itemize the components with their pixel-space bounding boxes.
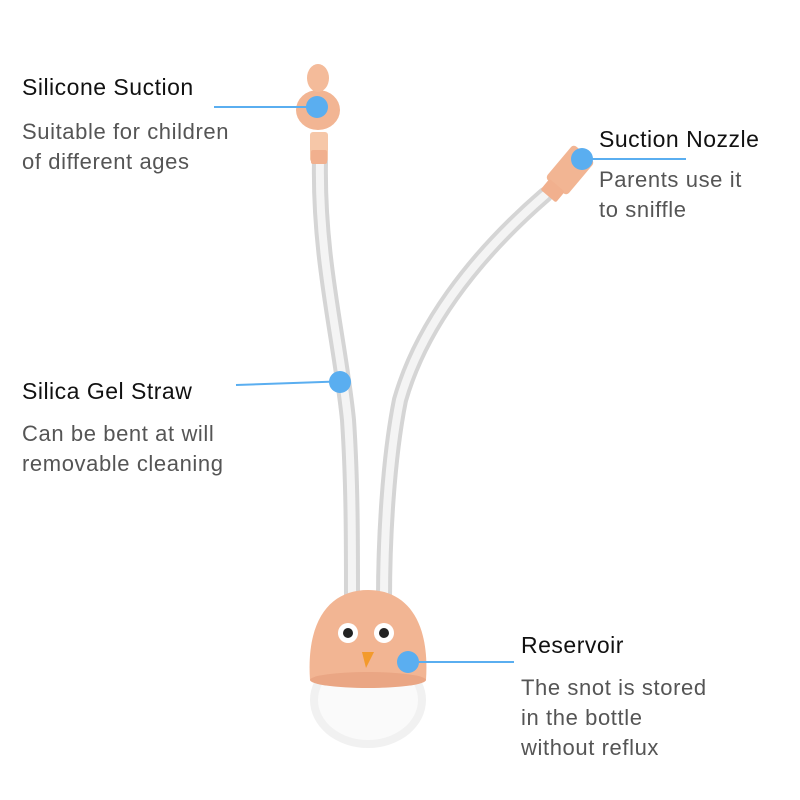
reservoir-desc-1: The snot is stored	[521, 675, 707, 700]
callout-reservoir: Reservoir The snot is stored in the bott…	[521, 632, 707, 763]
silicone-suction-desc-1: Suitable for children	[22, 119, 230, 144]
silicone-suction-leader	[214, 106, 318, 108]
callout-suction-nozzle: Suction Nozzle Parents use it to sniffle	[599, 126, 759, 225]
silica-gel-straw-desc-2: removable cleaning	[22, 451, 224, 476]
suction-nozzle-desc-2: to sniffle	[599, 197, 687, 222]
suction-nozzle-title: Suction Nozzle	[599, 126, 760, 152]
suction-nozzle-leader	[582, 158, 686, 160]
callout-silica-gel-straw: Silica Gel Straw Can be bent at will rem…	[22, 378, 224, 479]
silicone-suction-marker	[306, 96, 328, 118]
reservoir-desc-2: in the bottle	[521, 705, 643, 730]
silicone-suction-desc-2: of different ages	[22, 149, 190, 174]
silica-gel-straw-marker	[329, 371, 351, 393]
silica-gel-straw-desc-1: Can be bent at will	[22, 421, 215, 446]
reservoir-title: Reservoir	[521, 632, 624, 658]
right-tube	[376, 187, 553, 608]
suction-nozzle-marker	[571, 148, 593, 170]
silicone-suction-title: Silicone Suction	[22, 74, 194, 100]
reservoir-leader	[410, 661, 514, 663]
callout-silicone-suction: Silicone Suction Suitable for children o…	[22, 74, 229, 177]
suction-nozzle-desc-1: Parents use it	[599, 167, 742, 192]
reservoir-marker	[397, 651, 419, 673]
reservoir-desc-3: without reflux	[521, 735, 660, 760]
silica-gel-straw-title: Silica Gel Straw	[22, 378, 193, 404]
